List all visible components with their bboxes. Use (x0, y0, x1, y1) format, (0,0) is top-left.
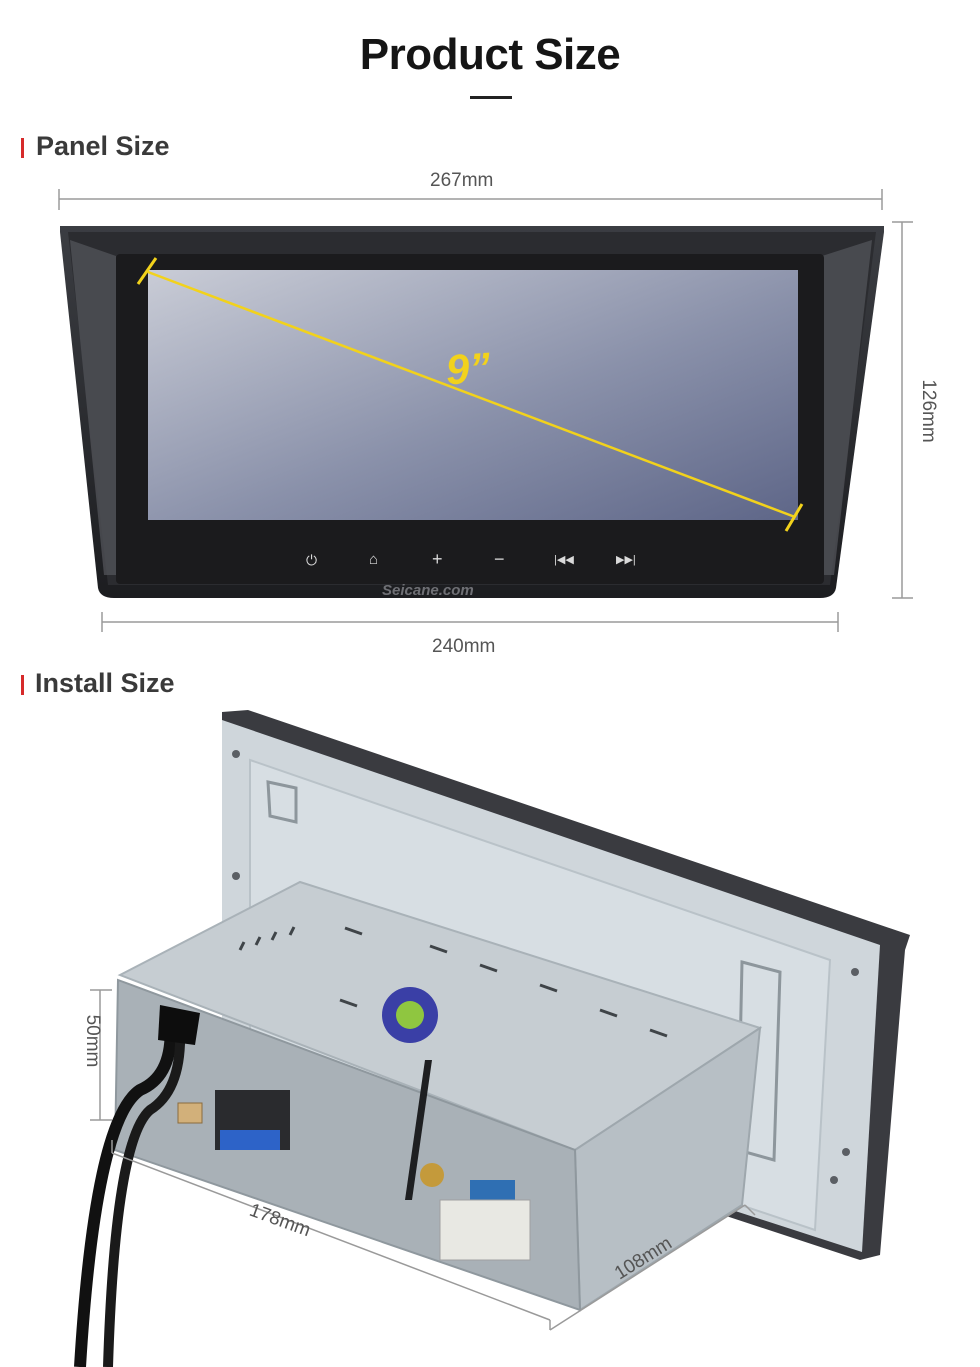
panel-illustration (58, 189, 913, 632)
install-height-label: 50mm (82, 1014, 103, 1068)
section-marker-panel (21, 138, 24, 158)
title-underline (470, 96, 512, 99)
plus-icon[interactable]: + (432, 549, 443, 569)
screen-diagonal-line (147, 270, 796, 519)
page-title: Product Size (359, 30, 621, 79)
next-track-icon[interactable]: ▶▶| (616, 554, 636, 566)
home-icon[interactable]: ⌂ (369, 551, 379, 568)
minus-icon[interactable]: − (494, 549, 505, 569)
install-size-heading: Install Size (35, 668, 175, 698)
panel-size-heading: Panel Size (36, 131, 170, 161)
watermark: Seicane.com (382, 582, 474, 599)
panel-bottom-width-label: 240mm (432, 636, 496, 657)
av-connector (439, 1199, 531, 1261)
install-dimension-lines (90, 989, 756, 1331)
previous-track-icon[interactable]: |◀◀ (554, 554, 574, 566)
panel-width-label: 267mm (430, 170, 494, 191)
power-icon[interactable]: ⏻ (306, 552, 318, 568)
rf-connector (177, 1102, 203, 1124)
screws (232, 750, 859, 1184)
cable (74, 1019, 177, 1367)
dimension-lines (58, 189, 913, 632)
section-marker-install (21, 675, 24, 695)
antenna (405, 1060, 432, 1200)
